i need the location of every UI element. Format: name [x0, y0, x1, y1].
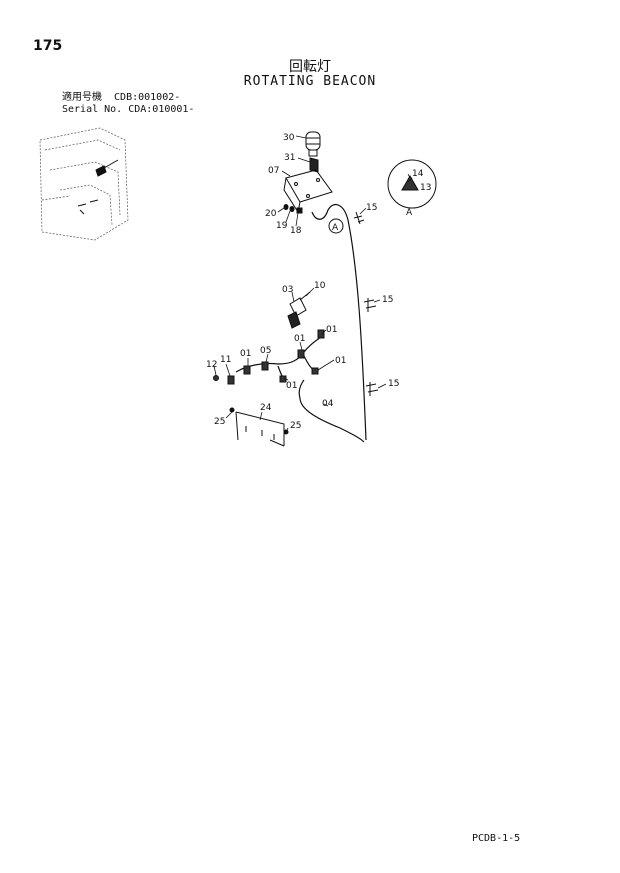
detail-label-a: A: [406, 208, 413, 218]
callout-11: 11: [220, 355, 231, 365]
connectors: [213, 329, 325, 385]
callout-01-d: 01: [286, 381, 297, 391]
callout-24: 24: [260, 403, 272, 413]
callout-12: 12: [206, 360, 217, 370]
serial-line-2: Serial No. CDA:010001-: [62, 104, 195, 115]
callout-19: 19: [276, 221, 288, 231]
title-english: ROTATING BEACON: [243, 74, 377, 89]
callout-01-e: 01: [240, 349, 251, 359]
callout-03: 03: [282, 285, 293, 295]
callout-01-b: 01: [294, 334, 305, 344]
callout-04: 04: [322, 399, 334, 409]
page-number: 175: [33, 38, 63, 54]
detail-view-a: [387, 159, 437, 209]
callout-30: 30: [283, 133, 295, 143]
callout-14: 14: [412, 169, 424, 179]
title-japanese: 回転灯: [289, 59, 331, 75]
detail-marker-circle: [328, 218, 344, 234]
leader-lines: [213, 135, 417, 433]
callout-05: 05: [260, 346, 271, 356]
callout-31: 31: [284, 153, 295, 163]
harness-clip-mid: [363, 298, 377, 312]
callout-25-b: 25: [290, 421, 301, 431]
detail-marker-a: A: [332, 223, 339, 233]
cab-overview-sketch: [39, 127, 129, 241]
callout-15-lower: 15: [388, 379, 399, 389]
callout-15-top: 15: [366, 203, 377, 213]
callout-15-mid: 15: [382, 295, 393, 305]
rotating-beacon-part: [305, 131, 321, 157]
callout-25-a: 25: [214, 417, 225, 427]
harness-clip-lower: [365, 382, 379, 396]
callout-07: 07: [268, 166, 279, 176]
callout-01-a: 01: [326, 325, 337, 335]
callout-18: 18: [290, 226, 302, 236]
callout-13: 13: [420, 183, 431, 193]
callout-10: 10: [314, 281, 326, 291]
mounting-bracket: [283, 157, 333, 214]
bolts-washers: [283, 204, 303, 214]
support-bracket: [229, 407, 289, 447]
callout-01-c: 01: [335, 356, 346, 366]
callout-20: 20: [265, 209, 277, 219]
serial-line-1: 適用号機 CDB:001002-: [62, 92, 181, 103]
footer-code: PCDB-1-5: [472, 833, 521, 844]
cab-beacon-mark: [77, 159, 119, 215]
serial-info: 適用号機 CDB:001002- Serial No. CDA:010001-: [62, 92, 194, 116]
wiring-harness: [298, 203, 367, 443]
harness-clip-top: [353, 211, 365, 225]
beacon-switch: [287, 291, 311, 329]
